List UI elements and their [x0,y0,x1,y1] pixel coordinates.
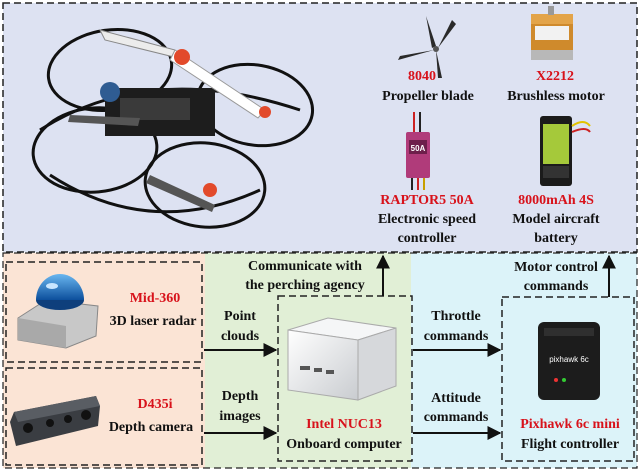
camera-box [5,367,203,466]
label-point-clouds-1: Point [224,309,256,324]
propeller-name: Propeller blade [382,89,474,104]
bottom-outline [2,252,638,469]
computer-name: Onboard computer [286,437,402,452]
depth-camera-icon [10,396,100,446]
camera-model: D435i [138,397,173,412]
motor-model: X2212 [536,69,574,84]
label-attitude-1: Attitude [431,391,481,406]
label-communicate-2: the perching agency [245,278,365,293]
label-communicate-1: Communicate with [248,259,362,274]
label-attitude-2: commands [424,410,489,425]
label-throttle-2: commands [424,329,489,344]
label-depth-images-1: Depth [222,389,259,404]
motor-name: Brushless motor [507,89,605,104]
computer-box [277,295,413,462]
lidar-icon [17,274,99,349]
esc-name-line1: Electronic speed [378,212,476,227]
esc-model: RAPTOR5 50A [380,193,474,208]
label-motor-control-2: commands [524,279,589,294]
motor-icon [531,6,573,60]
drone-illustration [31,27,315,229]
lidar-box [5,261,203,363]
esc-icon: 50A [406,112,430,190]
computer-model: Intel NUC13 [306,417,382,432]
label-depth-images-2: images [219,409,261,424]
esc-name-line2: controller [398,231,457,246]
battery-model: 8000mAh 4S [518,193,594,208]
battery-name-line1: Model aircraft [512,212,600,227]
lidar-name: 3D laser radar [110,314,197,329]
lidar-model: Mid-360 [130,291,181,306]
label-point-clouds-2: clouds [221,329,260,344]
battery-icon [540,116,591,186]
battery-name-line2: battery [534,231,578,246]
propeller-model: 8040 [408,69,436,84]
flight-controller-box [501,296,635,462]
propeller-icon [398,16,456,78]
nuc-icon [287,317,397,401]
label-throttle-1: Throttle [431,309,481,324]
fc-name: Flight controller [521,437,619,452]
esc-label: 50A [411,144,426,153]
fc-model: Pixhawk 6c mini [520,417,620,432]
label-motor-control-1: Motor control [514,260,598,275]
pixhawk-icon: pixhawk 6c [538,322,600,400]
pixhawk-brand-text: pixhawk 6c [549,355,589,364]
camera-name: Depth camera [109,420,193,435]
